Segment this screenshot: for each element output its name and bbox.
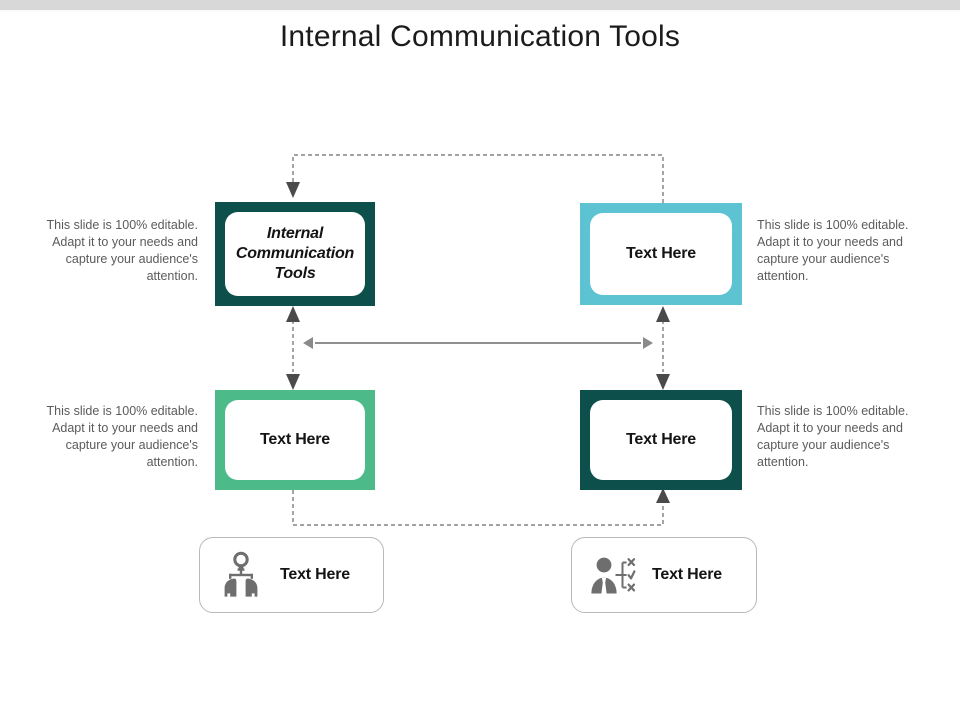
node-box-label: Text Here — [260, 431, 330, 448]
node-box-top-right[interactable]: Text Here — [580, 203, 742, 305]
connector-left-vertical — [286, 306, 300, 390]
node-box-label: Text Here — [626, 245, 696, 262]
caption-bottom-right: This slide is 100% editable. Adapt it to… — [757, 404, 909, 469]
pill-label: Text Here — [652, 566, 722, 583]
node-box-bottom-left[interactable]: Text Here — [215, 390, 375, 490]
two-heads-lightbulb-icon — [224, 551, 258, 597]
caption-top-right: This slide is 100% editable. Adapt it to… — [757, 218, 909, 283]
page-title: Internal Communication Tools — [279, 20, 681, 53]
caption-bottom-left: This slide is 100% editable. Adapt it to… — [46, 404, 198, 469]
caption-top-left: This slide is 100% editable. Adapt it to… — [46, 218, 198, 283]
connector-bottom-bracket — [292, 488, 670, 526]
pill-button-right[interactable]: Text Here — [571, 537, 757, 613]
node-box-inner: Text Here — [225, 400, 365, 480]
node-box-inner: Text Here — [590, 213, 732, 295]
connector-center-horizontal — [303, 337, 653, 349]
connector-top-bracket — [286, 154, 664, 203]
node-box-bottom-right[interactable]: Text Here — [580, 390, 742, 490]
node-box-internal-communication-tools[interactable]: Internal Communication Tools — [215, 202, 375, 306]
pill-button-left[interactable]: Text Here — [199, 537, 384, 613]
node-box-inner: Text Here — [590, 400, 732, 480]
person-decision-tree-icon — [591, 557, 636, 594]
node-box-label: Text Here — [626, 431, 696, 448]
band-hairline — [0, 10, 960, 12]
node-box-inner: Internal Communication Tools — [225, 212, 365, 296]
connector-right-vertical — [656, 306, 670, 390]
top-grey-band — [0, 0, 960, 10]
node-box-label: Internal Communication Tools — [235, 225, 355, 282]
pill-label: Text Here — [280, 566, 350, 583]
